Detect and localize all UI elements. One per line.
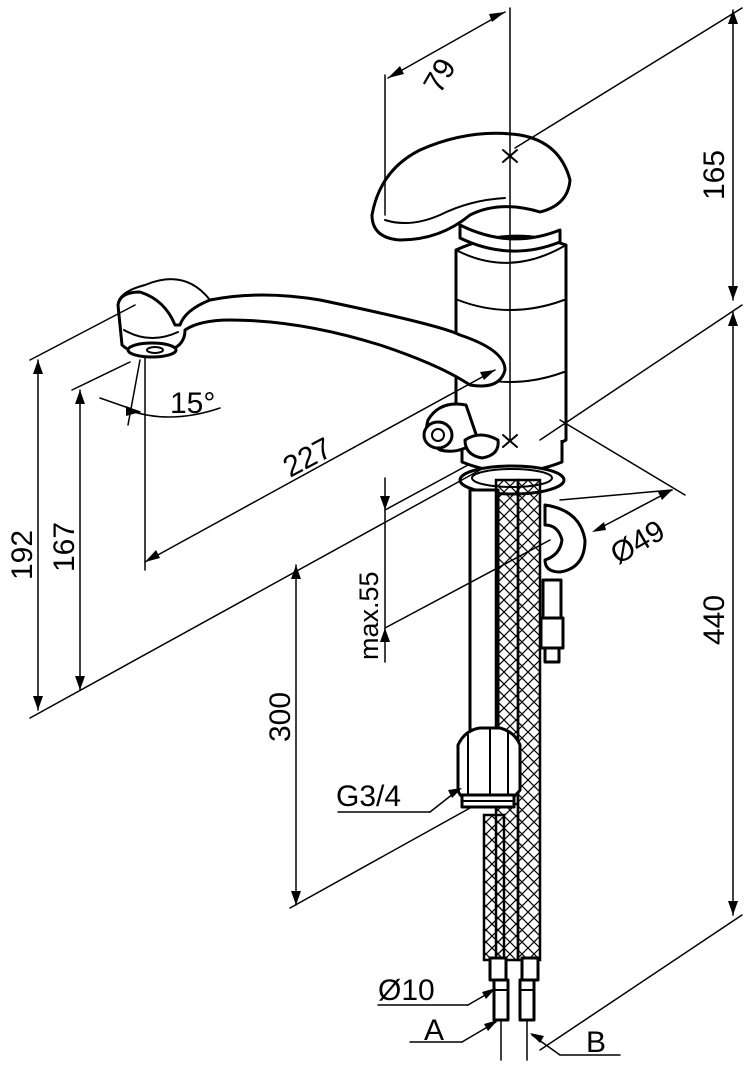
dim-192: 192: [6, 530, 39, 580]
dim-165: 165: [698, 150, 731, 200]
dim-79: 79: [417, 53, 462, 98]
dim-440: 440: [698, 595, 731, 645]
dim-g34: G3/4: [336, 780, 401, 813]
diverter-knob: [422, 402, 500, 460]
dim-300: 300: [264, 692, 297, 742]
dim-diameter-49: Ø49: [605, 514, 671, 571]
hose-fittings: [488, 956, 540, 1061]
dim-max55: max.55: [354, 571, 384, 660]
dimension-lines: [29, 7, 743, 1056]
dim-15-degree: 15°: [170, 387, 215, 420]
lever-handle: [370, 131, 572, 253]
dim-227: 227: [278, 432, 338, 485]
supply-hoses: [468, 478, 542, 962]
label-b: B: [586, 1026, 606, 1059]
dim-diameter-10: Ø10: [378, 974, 435, 1007]
label-a: A: [424, 1014, 444, 1047]
connector-nut: [456, 726, 522, 809]
mounting-bracket: [539, 503, 587, 664]
dim-167: 167: [48, 522, 81, 572]
spout: [116, 278, 507, 388]
